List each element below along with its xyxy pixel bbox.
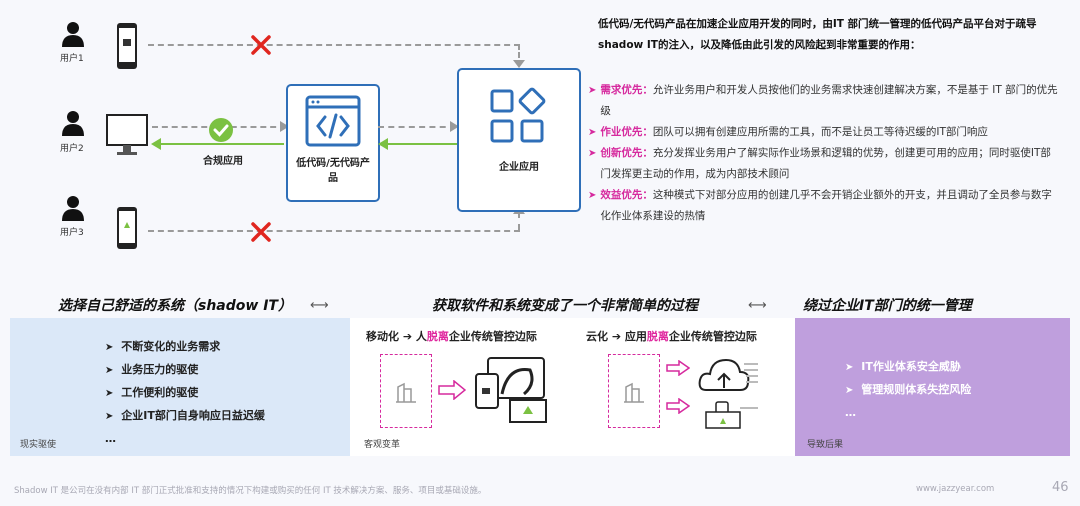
arrow-right-icon [438, 380, 466, 400]
arrow-bullet-icon: ➤ [588, 148, 597, 159]
list-item: … [105, 432, 116, 445]
user-icon [62, 196, 84, 221]
compliant-label: 合规应用 [203, 156, 243, 167]
arrow-down-icon [513, 60, 525, 68]
panel-caption: 现实驱使 [20, 440, 57, 450]
dashed-connector [378, 126, 456, 128]
priority-text: 团队可以拥有创建应用所需的工具，而不是让员工等待迟缓的IT部门响应 [652, 126, 988, 138]
mobile-devices-icon [475, 357, 547, 423]
enterprise-label: 企业应用 [499, 162, 539, 173]
arrow-right-icon [666, 360, 690, 376]
blocked-x-icon [251, 222, 271, 242]
user-icon [62, 111, 84, 136]
enterprise-boundary [608, 354, 660, 428]
phone-icon [117, 207, 137, 249]
list-item: ➤ 业务压力的驱使 [105, 363, 199, 376]
priority-key: 效益优先： [600, 189, 653, 201]
green-connector [158, 143, 284, 145]
building-icon [624, 382, 644, 403]
dashed-connector [518, 44, 520, 66]
mobile-heading: 移动化 ➔ 人脱离企业传统管控边际 [366, 330, 537, 343]
priority-text: 允许业务用户和开发人员按他们的业务需求快速创建解决方案，不是基于 IT 部门的优… [600, 84, 1058, 117]
lowcode-platform-box: 低代码/无代码产品 [286, 84, 380, 202]
priority-text: 这种模式下对部分应用的创建几乎不会开销企业额外的开支，并且调动了全员参与数字化作… [600, 189, 1052, 222]
priority-list: ➤ 需求优先：允许业务用户和开发人员按他们的业务需求快速创建解决方案，不是基于 … [588, 80, 1058, 227]
user-icon [62, 22, 84, 47]
list-item: ➤ 创新优先：充分发挥业务用户了解实际作业场景和逻辑的优势，创建更可用的应用；同… [588, 143, 1058, 185]
changes-panel: 移动化 ➔ 人脱离企业传统管控边际 云化 ➔ 应用脱离企业传统管控边际 [350, 318, 795, 456]
list-item: ➤ 管理规则体系失控风险 [845, 383, 972, 396]
footer-url: www.jazzyear.com [916, 484, 995, 494]
page-number: 46 [1052, 480, 1069, 495]
blocked-x-icon [251, 35, 271, 55]
list-item: … [845, 406, 856, 419]
user-label: 用户3 [60, 228, 84, 238]
green-connector [386, 143, 458, 145]
dashed-connector [148, 230, 520, 232]
double-arrow-icon: ⟷ [748, 298, 767, 313]
drivers-list: ➤ 不断变化的业务需求 ➤ 业务压力的驱使 ➤ 工作便利的驱使 ➤ 企业IT部门… [105, 336, 265, 450]
consequences-panel: ➤ IT作业体系安全威胁 ➤ 管理规则体系失控风险 … 导致后果 [795, 318, 1070, 456]
chevron-bullet-icon: ➤ [105, 365, 114, 376]
chevron-bullet-icon: ➤ [105, 411, 114, 422]
apps-grid-icon [490, 87, 546, 143]
section-title-left: 选择自己舒适的系统（shadow IT） [58, 298, 292, 314]
cloud-apps-icon [698, 358, 758, 429]
list-item: ➤ 作业优先：团队可以拥有创建应用所需的工具，而不是让员工等待迟缓的IT部门响应 [588, 122, 1058, 143]
chevron-bullet-icon: ➤ [845, 362, 854, 373]
section-title-middle: 获取软件和系统变成了一个非常简单的过程 [432, 298, 698, 314]
list-item: ➤ 工作便利的驱使 [105, 386, 199, 399]
consequences-list: ➤ IT作业体系安全威胁 ➤ 管理规则体系失控风险 … [845, 356, 971, 424]
arrow-left-icon [151, 138, 161, 150]
drivers-panel: ➤ 不断变化的业务需求 ➤ 业务压力的驱使 ➤ 工作便利的驱使 ➤ 企业IT部门… [10, 318, 350, 456]
building-icon [396, 382, 416, 403]
footer-note: Shadow IT 是公司在没有内部 IT 部门正式批准和支持的情况下构建或购买… [14, 486, 487, 496]
dashed-connector [518, 212, 520, 230]
priority-key: 需求优先： [600, 84, 653, 96]
list-item: ➤ IT作业体系安全威胁 [845, 360, 961, 373]
chevron-bullet-icon: ➤ [105, 388, 114, 399]
arrow-left-icon [378, 138, 388, 150]
arrow-right-icon [666, 398, 690, 414]
chevron-bullet-icon: ➤ [845, 385, 854, 396]
arrow-bullet-icon: ➤ [588, 85, 597, 96]
check-icon [209, 118, 233, 142]
list-item: ➤ 效益优先：这种模式下对部分应用的创建几乎不会开销企业额外的开支，并且调动了全… [588, 185, 1058, 227]
monitor-icon [106, 114, 148, 155]
arrow-right-icon [280, 121, 289, 132]
list-item: ➤ 不断变化的业务需求 [105, 340, 221, 353]
enterprise-boundary [380, 354, 432, 428]
code-window-icon [305, 95, 361, 147]
section-title-right: 绕过企业IT部门的统一管理 [803, 298, 972, 314]
phone-icon [117, 23, 137, 69]
priority-text: 充分发挥业务用户了解实际作业场景和逻辑的优势，创建更可用的应用；同时驱使IT部门… [600, 147, 1051, 180]
panel-caption: 导致后果 [807, 440, 844, 450]
list-item: ➤ 需求优先：允许业务用户和开发人员按他们的业务需求快速创建解决方案，不是基于 … [588, 80, 1058, 122]
double-arrow-icon: ⟷ [310, 298, 329, 313]
arrow-right-icon [450, 121, 459, 132]
dashed-connector [148, 44, 520, 46]
priority-key: 作业优先： [600, 126, 653, 138]
lowcode-label: 低代码/无代码产品 [296, 158, 370, 184]
user-label: 用户1 [60, 54, 84, 64]
intro-paragraph: 低代码/无代码产品在加速企业应用开发的同时，由IT 部门统一管理的低代码产品平台… [598, 18, 1037, 51]
priority-key: 创新优先： [600, 147, 653, 159]
enterprise-app-box: 企业应用 [457, 68, 581, 212]
panel-caption: 客观变革 [364, 440, 401, 450]
user-label: 用户2 [60, 144, 84, 154]
chevron-bullet-icon: ➤ [105, 342, 114, 353]
list-item: ➤ 企业IT部门自身响应日益迟缓 [105, 409, 265, 422]
cloud-heading: 云化 ➔ 应用脱离企业传统管控边际 [586, 330, 757, 343]
arrow-bullet-icon: ➤ [588, 127, 597, 138]
arrow-bullet-icon: ➤ [588, 190, 597, 201]
